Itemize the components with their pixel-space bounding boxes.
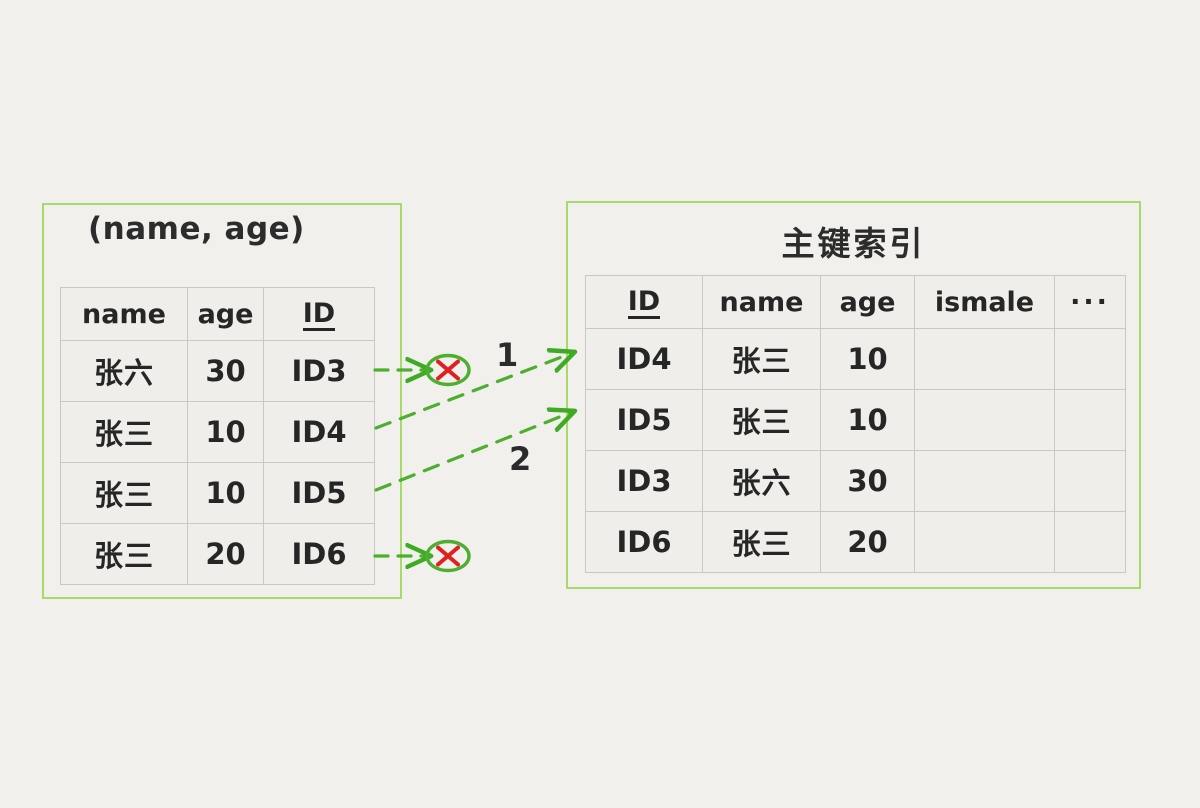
cell-id: ID5 xyxy=(585,389,703,451)
connector-id5-step2 xyxy=(374,412,572,492)
cell-age: 20 xyxy=(820,511,915,573)
table-row: 张三 10 ID5 xyxy=(60,462,375,524)
left-index-panel: (name, age) name age ID 张六 30 ID3 张三 10 xyxy=(42,203,402,599)
cell-ismale xyxy=(914,389,1055,451)
table-row: ID6 张三 20 xyxy=(585,511,1126,573)
cell-name: 张三 xyxy=(702,511,821,573)
table-row: ID5 张三 10 xyxy=(585,389,1126,451)
column-header-name: name xyxy=(60,287,188,341)
cell-id: ID3 xyxy=(263,340,375,402)
cell-id: ID4 xyxy=(263,401,375,463)
cell-name: 张六 xyxy=(702,450,821,512)
cell-extra xyxy=(1054,450,1126,512)
primary-key-index-table: ID name age ismale ··· ID4 张三 10 ID5 张三 … xyxy=(585,275,1126,573)
table-header-row: ID name age ismale ··· xyxy=(585,275,1126,329)
cell-id: ID5 xyxy=(263,462,375,524)
cell-id: ID3 xyxy=(585,450,703,512)
cell-id: ID4 xyxy=(585,328,703,390)
cell-id: ID6 xyxy=(263,523,375,585)
table-row: 张三 20 ID6 xyxy=(60,523,375,585)
cell-name: 张三 xyxy=(60,462,188,524)
column-header-id: ID xyxy=(263,287,375,341)
column-header-id: ID xyxy=(585,275,703,329)
step-label-2: 2 xyxy=(509,440,532,478)
step-label-1: 1 xyxy=(496,336,519,374)
table-row: 张三 10 ID4 xyxy=(60,401,375,463)
right-panel-title: 主键索引 xyxy=(781,224,926,263)
connector-id4-step1 xyxy=(374,353,572,430)
cell-name: 张三 xyxy=(702,328,821,390)
cell-age: 10 xyxy=(820,389,915,451)
table-row: ID4 张三 10 xyxy=(585,328,1126,390)
cell-id: ID6 xyxy=(585,511,703,573)
column-header-ellipsis: ··· xyxy=(1054,275,1126,329)
cell-name: 张六 xyxy=(60,340,188,402)
secondary-index-table: name age ID 张六 30 ID3 张三 10 ID4 张三 10 xyxy=(60,287,375,585)
cell-name: 张三 xyxy=(60,523,188,585)
table-row: 张六 30 ID3 xyxy=(60,340,375,402)
cell-age: 10 xyxy=(820,328,915,390)
column-header-ismale: ismale xyxy=(914,275,1055,329)
table-header-row: name age ID xyxy=(60,287,375,341)
cell-extra xyxy=(1054,511,1126,573)
cell-extra xyxy=(1054,389,1126,451)
cell-ismale xyxy=(914,450,1055,512)
left-panel-title: (name, age) xyxy=(88,211,305,247)
column-header-name: name xyxy=(702,275,821,329)
cell-extra xyxy=(1054,328,1126,390)
right-index-panel: 主键索引 ID name age ismale ··· ID4 张三 10 xyxy=(566,201,1141,589)
cell-name: 张三 xyxy=(702,389,821,451)
cell-age: 30 xyxy=(187,340,264,402)
column-header-age: age xyxy=(820,275,915,329)
table-row: ID3 张六 30 xyxy=(585,450,1126,512)
reject-marker-id6 xyxy=(425,539,471,573)
reject-marker-id3 xyxy=(425,353,471,387)
cell-age: 10 xyxy=(187,462,264,524)
cell-age: 30 xyxy=(820,450,915,512)
cell-age: 10 xyxy=(187,401,264,463)
column-header-age: age xyxy=(187,287,264,341)
cell-name: 张三 xyxy=(60,401,188,463)
cell-ismale xyxy=(914,328,1055,390)
cell-age: 20 xyxy=(187,523,264,585)
cell-ismale xyxy=(914,511,1055,573)
